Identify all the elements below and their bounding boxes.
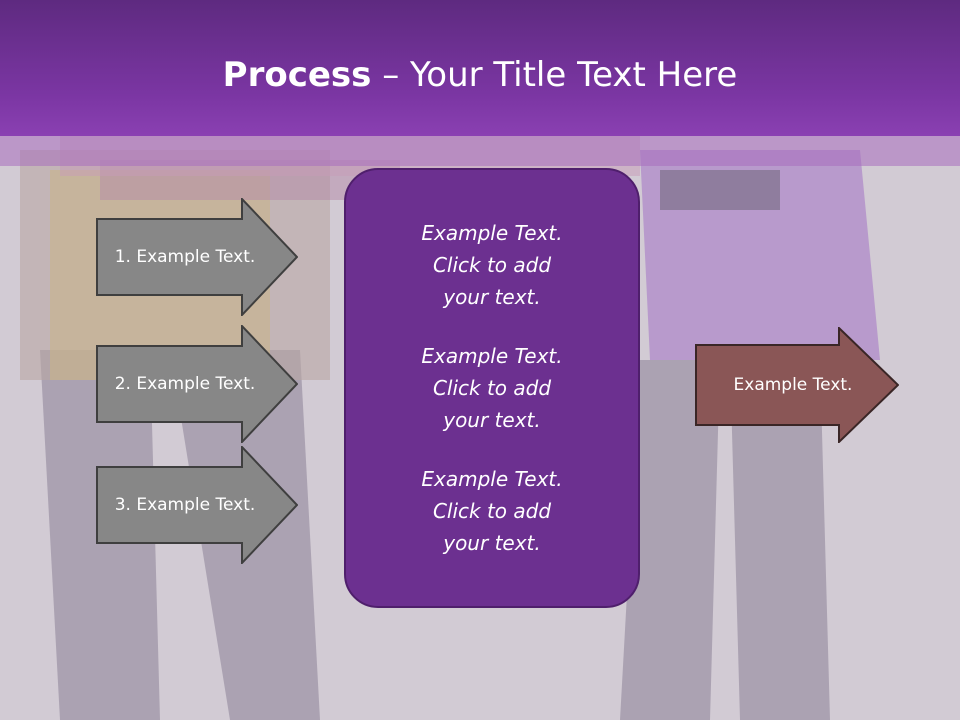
center-text-line: Click to add: [432, 253, 552, 277]
left-arrow-2[interactable]: 2. Example Text.: [96, 325, 298, 443]
left-arrow-1[interactable]: 1. Example Text.: [96, 198, 298, 316]
left-arrow-label: 1. Example Text.: [114, 247, 256, 267]
arrow-shape-icon: [695, 327, 899, 443]
center-panel[interactable]: Example Text. Click to add your text. Ex…: [344, 168, 640, 608]
left-arrow-3[interactable]: 3. Example Text.: [96, 446, 298, 564]
slide-title[interactable]: Process – Your Title Text Here: [0, 52, 960, 98]
center-text-line: Click to add: [432, 376, 552, 400]
center-text-block-1[interactable]: Example Text. Click to add your text.: [382, 217, 602, 313]
center-text-block-2[interactable]: Example Text. Click to add your text.: [382, 340, 602, 436]
center-text-line: your text.: [443, 531, 541, 555]
arrow-shape-icon: [96, 325, 298, 443]
title-bold: Process: [222, 55, 372, 95]
title-bar: [0, 0, 960, 136]
center-text-line: Example Text.: [421, 221, 563, 245]
title-strip: [0, 136, 960, 166]
arrow-shape-icon: [96, 198, 298, 316]
center-text-line: your text.: [443, 408, 541, 432]
arrow-shape-icon: [96, 446, 298, 564]
left-arrow-label: 3. Example Text.: [114, 495, 256, 515]
center-text-block-3[interactable]: Example Text. Click to add your text.: [382, 463, 602, 559]
title-separator: –: [371, 55, 411, 95]
center-text-line: your text.: [443, 285, 541, 309]
left-arrow-label: 2. Example Text.: [114, 374, 256, 394]
right-arrow-label: Example Text.: [733, 375, 853, 395]
center-text-line: Example Text.: [421, 344, 563, 368]
center-text-line: Click to add: [432, 499, 552, 523]
right-arrow[interactable]: Example Text.: [695, 327, 899, 443]
center-text-line: Example Text.: [421, 467, 563, 491]
title-rest: Your Title Text Here: [410, 55, 738, 95]
